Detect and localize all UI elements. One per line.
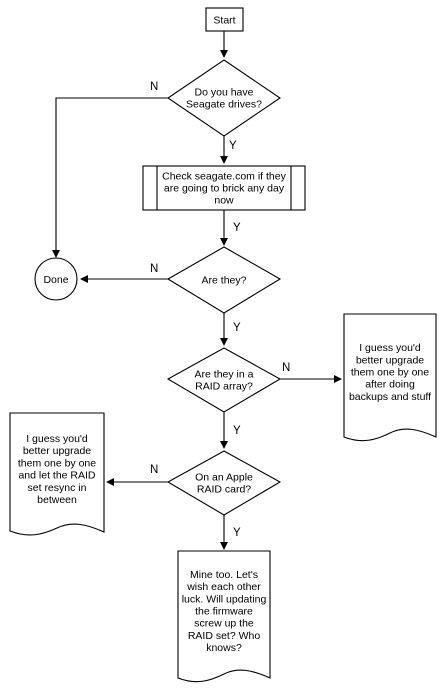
edge-label-are-they-yes: Y [233,322,241,334]
text-line: backups and stuff [349,391,431,403]
text-line: Do you have [195,86,254,98]
text-line: Mine too. Let's [190,569,258,581]
text-line: I guess you'd [26,433,88,445]
arrowhead [220,338,228,346]
text-line: screw up the [194,618,254,630]
text-line: them one by one [351,367,429,379]
text-line: luck. Will updating [182,593,267,605]
text-line: RAID card? [197,484,251,496]
text-line: Are they in a [195,368,254,380]
text-line: knows? [206,642,242,654]
arrowhead [52,250,60,258]
done-node: Done [34,257,78,301]
text-line: RAID set? Who [188,630,261,642]
text-line: wish each other [186,581,261,593]
decision-are-they-text: Are they? [202,275,247,287]
text-line: Are they? [202,275,247,287]
text-line: after doing [365,379,415,391]
text-line: are going to brick any day [164,183,285,195]
edge-label-are-they-no: N [150,263,158,275]
text-line: better upgrade [23,445,91,457]
text-line: RAID array? [195,381,253,393]
text-line: I guess you'd [359,342,421,354]
arrowhead [220,238,228,246]
connectors [52,31,342,550]
start-node: Start [205,7,244,32]
edge-label-seagate-no: N [150,81,158,93]
arrowhead [220,50,228,58]
start-label: Start [213,15,235,27]
text-line: the firmware [195,606,253,618]
arrowhead [334,375,342,383]
arrowhead [106,478,114,486]
text-line: On an Apple [195,471,253,483]
text-line: set resync in [28,482,87,494]
text-line: Check seagate.com if they [162,170,286,182]
edge-labels: N Y Y N Y N Y N Y [150,81,290,539]
edge-label-raid-no: N [282,362,290,374]
text-line: them one by one [18,457,96,469]
edge-label-seagate-yes: Y [229,140,237,152]
text-line: now [214,195,234,207]
arrowhead [220,441,228,449]
done-label: Done [43,274,68,286]
edge-label-raid-yes: Y [233,425,241,437]
arrowhead [220,156,228,164]
arrowhead [220,542,228,550]
text-line: between [37,494,77,506]
edge-label-check-yes: Y [233,222,241,234]
edge-label-apple-no: N [150,464,158,476]
decision-are-they: Are they? [166,246,282,314]
edge-label-apple-yes: Y [233,527,241,539]
text-line: and let the RAID [18,470,95,482]
text-line: better upgrade [356,354,424,366]
arrowhead [80,275,88,283]
edge-seagate-no-to-done [55,97,168,250]
text-line: Seagate drives? [186,99,262,111]
